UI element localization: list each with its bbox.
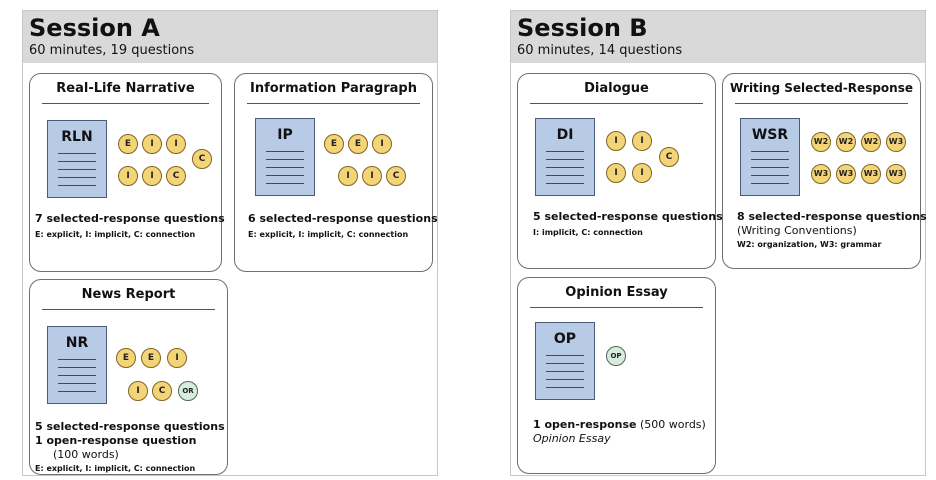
session-b-panel: Session B 60 minutes, 14 questions Dialo… bbox=[510, 10, 927, 476]
question-circle-explicit: E bbox=[118, 134, 138, 154]
question-circle-grammar: W3 bbox=[886, 164, 906, 184]
question-circle-connection: C bbox=[386, 166, 406, 186]
question-circle-implicit: I bbox=[118, 166, 138, 186]
card-news-report: News Report NR E E I I C OR 5 selected-r… bbox=[29, 279, 228, 475]
task-type: Opinion Essay bbox=[533, 432, 611, 445]
card-real-life-narrative: Real-Life Narrative RLN E I I C I I C 7 … bbox=[29, 73, 225, 272]
question-circle-connection: C bbox=[152, 381, 172, 401]
legend-key: E: explicit, I: implicit, C: connection bbox=[248, 230, 409, 239]
question-circle-organization: W2 bbox=[861, 132, 881, 152]
question-count: 5 selected-response questions bbox=[35, 420, 225, 433]
session-b-header: Session B 60 minutes, 14 questions bbox=[511, 11, 925, 63]
legend-key: E: explicit, I: implicit, C: connection bbox=[35, 230, 196, 239]
document-icon: IP bbox=[255, 118, 315, 196]
open-response-word-limit: (500 words) bbox=[636, 418, 706, 431]
title-divider bbox=[42, 309, 215, 310]
card-title: Writing Selected-Response bbox=[730, 81, 913, 95]
question-count: 5 selected-response questions bbox=[533, 210, 723, 223]
open-response-circle: OR bbox=[178, 381, 198, 401]
document-icon: RLN bbox=[47, 120, 107, 198]
open-response-count: 1 open-response question bbox=[35, 434, 197, 447]
title-divider bbox=[735, 103, 908, 104]
card-opinion-essay: Opinion Essay OP OP 1 open-response (500… bbox=[517, 277, 716, 474]
document-label: DI bbox=[556, 127, 574, 143]
question-circle-explicit: E bbox=[116, 348, 136, 368]
question-circle-implicit: I bbox=[166, 134, 186, 154]
question-circle-implicit: I bbox=[632, 131, 652, 151]
open-response-count-bold: 1 open-response bbox=[533, 418, 637, 431]
question-circle-implicit: I bbox=[606, 131, 626, 151]
card-dialogue: Dialogue DI I I C I I 5 selected-respons… bbox=[517, 73, 723, 269]
card-title: Real-Life Narrative bbox=[56, 81, 195, 96]
open-response-circle: OP bbox=[606, 346, 626, 366]
document-icon: NR bbox=[47, 326, 107, 404]
word-limit: (100 words) bbox=[53, 448, 119, 461]
question-circle-implicit: I bbox=[142, 166, 162, 186]
legend-key: W2: organization, W3: grammar bbox=[737, 240, 882, 249]
question-category: (Writing Conventions) bbox=[737, 224, 857, 237]
question-circle-implicit: I bbox=[372, 134, 392, 154]
question-circle-explicit: E bbox=[348, 134, 368, 154]
document-icon: WSR bbox=[740, 118, 800, 196]
title-divider bbox=[247, 103, 420, 104]
question-circle-organization: W2 bbox=[811, 132, 831, 152]
session-a-title: Session A bbox=[29, 14, 160, 42]
question-circle-connection: C bbox=[192, 149, 212, 169]
legend-key: I: implicit, C: connection bbox=[533, 228, 643, 237]
session-b-subtitle: 60 minutes, 14 questions bbox=[517, 43, 683, 58]
document-icon: OP bbox=[535, 322, 595, 400]
card-information-paragraph: Information Paragraph IP E E I I I C 6 s… bbox=[234, 73, 438, 272]
card-title: Opinion Essay bbox=[565, 285, 668, 300]
card-writing-selected-response: Writing Selected-Response WSR W2 W2 W2 W… bbox=[722, 73, 927, 269]
question-circle-grammar: W3 bbox=[886, 132, 906, 152]
title-divider bbox=[42, 103, 209, 104]
question-circle-implicit: I bbox=[128, 381, 148, 401]
title-divider bbox=[530, 103, 703, 104]
title-divider bbox=[530, 307, 703, 308]
question-circle-grammar: W3 bbox=[811, 164, 831, 184]
question-circle-grammar: W3 bbox=[836, 164, 856, 184]
legend-key: E: explicit, I: implicit, C: connection bbox=[35, 464, 196, 473]
document-label: RLN bbox=[61, 129, 93, 145]
question-circle-explicit: E bbox=[324, 134, 344, 154]
question-circle-implicit: I bbox=[167, 348, 187, 368]
document-label: IP bbox=[277, 127, 293, 143]
session-a-subtitle: 60 minutes, 19 questions bbox=[29, 43, 195, 58]
question-circle-implicit: I bbox=[362, 166, 382, 186]
session-a-panel: Session A 60 minutes, 19 questions Real-… bbox=[22, 10, 438, 476]
question-count: 8 selected-response questions bbox=[737, 210, 927, 223]
question-circle-implicit: I bbox=[338, 166, 358, 186]
question-circle-explicit: E bbox=[141, 348, 161, 368]
card-title: News Report bbox=[81, 287, 176, 302]
question-count: 6 selected-response questions bbox=[248, 212, 438, 225]
question-circle-connection: C bbox=[659, 147, 679, 167]
session-b-title: Session B bbox=[517, 14, 648, 42]
question-circle-grammar: W3 bbox=[861, 164, 881, 184]
question-circle-implicit: I bbox=[632, 163, 652, 183]
session-a-header: Session A 60 minutes, 19 questions bbox=[23, 11, 437, 63]
card-title: Information Paragraph bbox=[250, 81, 417, 96]
question-count: 7 selected-response questions bbox=[35, 212, 225, 225]
question-circle-implicit: I bbox=[606, 163, 626, 183]
question-circle-organization: W2 bbox=[836, 132, 856, 152]
question-circle-implicit: I bbox=[142, 134, 162, 154]
card-title: Dialogue bbox=[584, 81, 649, 96]
document-icon: DI bbox=[535, 118, 595, 196]
document-label: NR bbox=[65, 335, 89, 351]
document-label: OP bbox=[553, 331, 577, 347]
document-label: WSR bbox=[751, 127, 789, 143]
open-response-count: 1 open-response (500 words) bbox=[533, 418, 706, 431]
question-circle-connection: C bbox=[166, 166, 186, 186]
